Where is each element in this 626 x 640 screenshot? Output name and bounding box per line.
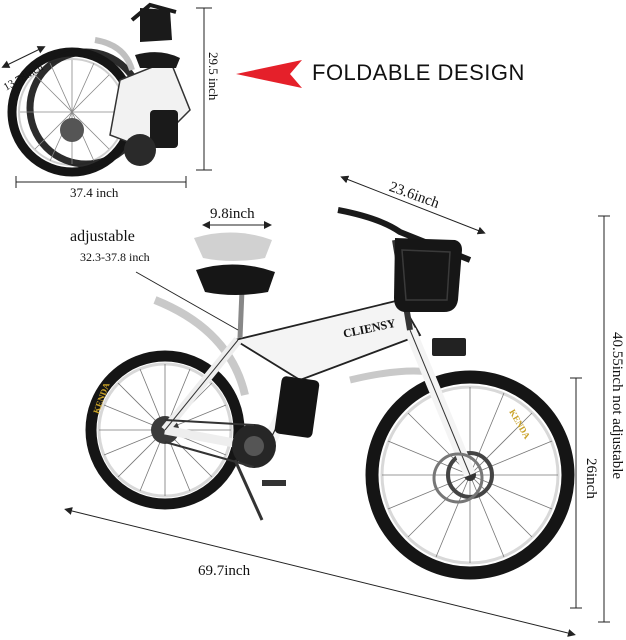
folded-height-label: 29.5 inch: [206, 52, 221, 101]
wheel-size-label: 26inch: [583, 458, 599, 499]
folded-bike: [7, 2, 191, 177]
total-length-label: 69.7inch: [198, 563, 251, 579]
folded-length-label: 37.4 inch: [70, 185, 119, 200]
headline: FOLDABLE DESIGN: [312, 60, 525, 85]
red-arrow-icon: [236, 60, 302, 88]
seat-adjust-range: 32.3-37.8 inch: [80, 250, 150, 264]
main-bike: [85, 207, 575, 580]
total-height-label: 40.55inch not adjustable: [609, 332, 625, 480]
seat-width-label: 9.8inch: [210, 206, 255, 222]
seat-adjust-title: adjustable: [70, 228, 135, 245]
